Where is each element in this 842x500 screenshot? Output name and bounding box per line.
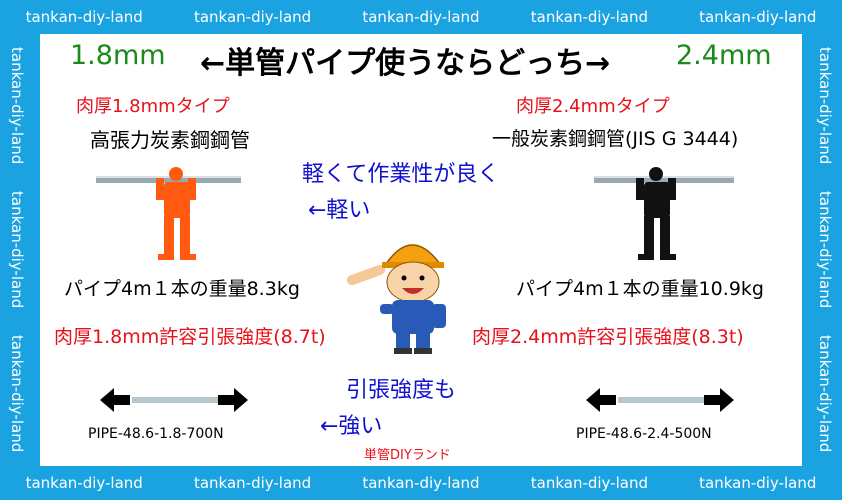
left-weight: パイプ4m１本の重量8.3kg — [64, 278, 300, 300]
right-material: 一般炭素鋼鋼管(JIS G 3444) — [492, 128, 739, 150]
right-size-label: 2.4mm — [676, 40, 772, 71]
watermark-text: tankan-diy-land — [530, 8, 648, 26]
content-panel: 1.8mm ←単管パイプ使うならどっち→ 2.4mm 肉厚1.8mmタイプ 高張… — [40, 34, 802, 466]
watermark-text: tankan-diy-land — [816, 47, 834, 165]
watermark-text: tankan-diy-land — [8, 335, 26, 453]
right-type-label: 肉厚2.4mmタイプ — [516, 96, 670, 117]
watermark-text: tankan-diy-land — [8, 47, 26, 165]
watermark-left-column: tankan-diy-land tankan-diy-land tankan-d… — [0, 34, 34, 466]
left-type-label: 肉厚1.8mmタイプ — [76, 96, 230, 117]
right-worker-with-pipe-figure — [594, 167, 734, 260]
left-pipe-code: PIPE-48.6-1.8-700N — [88, 426, 224, 442]
watermark-text: tankan-diy-land — [193, 8, 312, 26]
watermark-text: tankan-diy-land — [362, 474, 480, 492]
watermark-text: tankan-diy-land — [8, 191, 26, 309]
mascot-worker-illustration — [346, 244, 446, 354]
watermark-text: tankan-diy-land — [362, 8, 480, 26]
watermark-text: tankan-diy-land — [699, 474, 817, 492]
right-weight: パイプ4m１本の重量10.9kg — [516, 278, 764, 300]
center-text-line-4: ←強い — [320, 414, 383, 439]
right-pipe-code: PIPE-48.6-2.4-500N — [576, 426, 712, 442]
watermark-right-column: tankan-diy-land tankan-diy-land tankan-d… — [808, 34, 842, 466]
watermark-text: tankan-diy-land — [193, 474, 312, 492]
right-tension-arrows-figure — [586, 388, 734, 412]
watermark-bottom-row: tankan-diy-land tankan-diy-land tankan-d… — [0, 466, 842, 500]
watermark-text: tankan-diy-land — [816, 335, 834, 453]
left-strength: 肉厚1.8mm許容引張強度(8.7t) — [54, 326, 326, 348]
page-title: ←単管パイプ使うならどっち→ — [200, 46, 611, 81]
watermark-text: tankan-diy-land — [816, 191, 834, 309]
left-tension-arrows-figure — [100, 388, 248, 412]
watermark-text: tankan-diy-land — [25, 474, 143, 492]
watermark-top-row: tankan-diy-land tankan-diy-land tankan-d… — [0, 0, 842, 34]
watermark-text: tankan-diy-land — [25, 8, 143, 26]
right-strength: 肉厚2.4mm許容引張強度(8.3t) — [472, 326, 744, 348]
center-text-line-1: 軽くて作業性が良く — [302, 162, 500, 187]
watermark-text: tankan-diy-land — [530, 474, 648, 492]
left-worker-with-pipe-figure — [96, 167, 241, 260]
left-size-label: 1.8mm — [70, 40, 166, 71]
watermark-text: tankan-diy-land — [699, 8, 817, 26]
center-text-line-3: 引張強度も — [346, 378, 457, 403]
center-text-line-2: ←軽い — [308, 198, 371, 223]
brand-label: 単管DIYランド — [364, 448, 451, 463]
left-material: 高張力炭素鋼鋼管 — [90, 128, 250, 152]
